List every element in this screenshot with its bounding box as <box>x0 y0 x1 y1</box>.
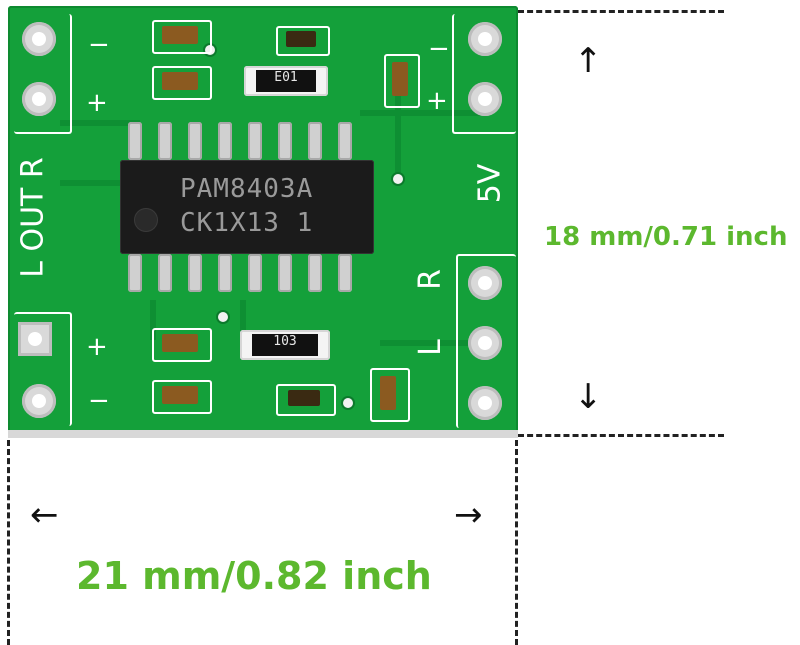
silk-minus-lb: − <box>88 386 110 416</box>
chip-pin <box>338 254 352 292</box>
left-top-pad-outline <box>14 14 72 134</box>
resistor-103: 103 <box>240 330 330 360</box>
chip-orientation-dot <box>134 208 158 232</box>
via <box>343 398 353 408</box>
dimension-line-left <box>7 440 10 645</box>
board-edge <box>8 430 518 438</box>
smd-outline <box>276 26 330 56</box>
via <box>393 174 403 184</box>
resistor-e01-label: E01 <box>256 70 316 92</box>
chip-pin <box>218 254 232 292</box>
smd-outline <box>370 368 410 422</box>
trace <box>380 340 470 346</box>
label-5v: 5V <box>472 163 508 204</box>
left-top-pad-2 <box>22 82 56 116</box>
dimension-line-bottom <box>518 434 724 437</box>
height-dimension-label: 18 mm/0.71 inch <box>544 222 788 252</box>
chip-pin <box>188 122 202 160</box>
silk-plus-lb: + <box>86 332 108 362</box>
left-bottom-pad-2 <box>22 384 56 418</box>
chip-pin <box>308 122 322 160</box>
right-arrow-icon: → <box>454 495 483 535</box>
chip-pin <box>278 254 292 292</box>
chip-pin <box>338 122 352 160</box>
label-r: R <box>412 269 448 290</box>
chip-pin <box>158 254 172 292</box>
chip-pin <box>158 122 172 160</box>
via <box>218 312 228 322</box>
pam8403-chip: PAM8403A CK1X13 1 <box>120 160 374 254</box>
resistor-103-label: 103 <box>252 334 318 356</box>
smd-capacitor <box>392 62 408 96</box>
dimension-line-right <box>515 440 518 645</box>
smd-capacitor <box>380 376 396 410</box>
smd-outline <box>384 54 420 108</box>
silk-minus-rt: − <box>428 34 450 64</box>
label-l: L <box>412 339 448 356</box>
left-top-pad-1 <box>22 22 56 56</box>
right-bottom-pad-1 <box>468 266 502 300</box>
smd-outline <box>152 380 212 414</box>
trace <box>395 80 401 180</box>
smd-outline <box>152 66 212 100</box>
smd-capacitor <box>162 72 198 90</box>
right-bottom-pad-outline <box>456 254 516 428</box>
dimension-line-top <box>518 10 724 13</box>
chip-pin <box>128 254 142 292</box>
chip-pin <box>248 122 262 160</box>
smd-resistor <box>288 390 320 406</box>
trace <box>150 300 156 340</box>
trace <box>60 120 140 126</box>
right-top-pad-outline <box>452 14 516 134</box>
smd-outline <box>152 328 212 362</box>
chip-label-line2: CK1X13 1 <box>180 208 314 238</box>
up-arrow-icon: ↑ <box>574 41 603 81</box>
smd-capacitor <box>162 26 198 44</box>
smd-resistor <box>286 31 316 47</box>
silk-plus-rt: + <box>426 86 448 116</box>
silk-minus-lt: − <box>88 30 110 60</box>
right-bottom-pad-2 <box>468 326 502 360</box>
chip-pin <box>248 254 262 292</box>
chip-pin <box>308 254 322 292</box>
down-arrow-icon: ↓ <box>574 377 603 417</box>
chip-label-line1: PAM8403A <box>180 174 314 204</box>
right-top-pad-1 <box>468 22 502 56</box>
smd-capacitor <box>162 386 198 404</box>
right-bottom-pad-3 <box>468 386 502 420</box>
smd-capacitor <box>162 334 198 352</box>
smd-outline <box>152 20 212 54</box>
width-dimension-label: 21 mm/0.82 inch <box>76 554 432 598</box>
smd-outline <box>276 384 336 416</box>
chip-pin <box>278 122 292 160</box>
left-bottom-pad-1 <box>18 322 52 356</box>
chip-pin <box>128 122 142 160</box>
resistor-e01: E01 <box>244 66 328 96</box>
chip-pin <box>188 254 202 292</box>
left-bottom-pad-outline <box>14 312 72 426</box>
label-l-out-r: L OUT R <box>15 157 51 278</box>
left-arrow-icon: ← <box>30 495 59 535</box>
right-top-pad-2 <box>468 82 502 116</box>
silk-plus-lt: + <box>86 88 108 118</box>
trace <box>360 110 480 116</box>
chip-pin <box>218 122 232 160</box>
trace <box>60 180 120 186</box>
